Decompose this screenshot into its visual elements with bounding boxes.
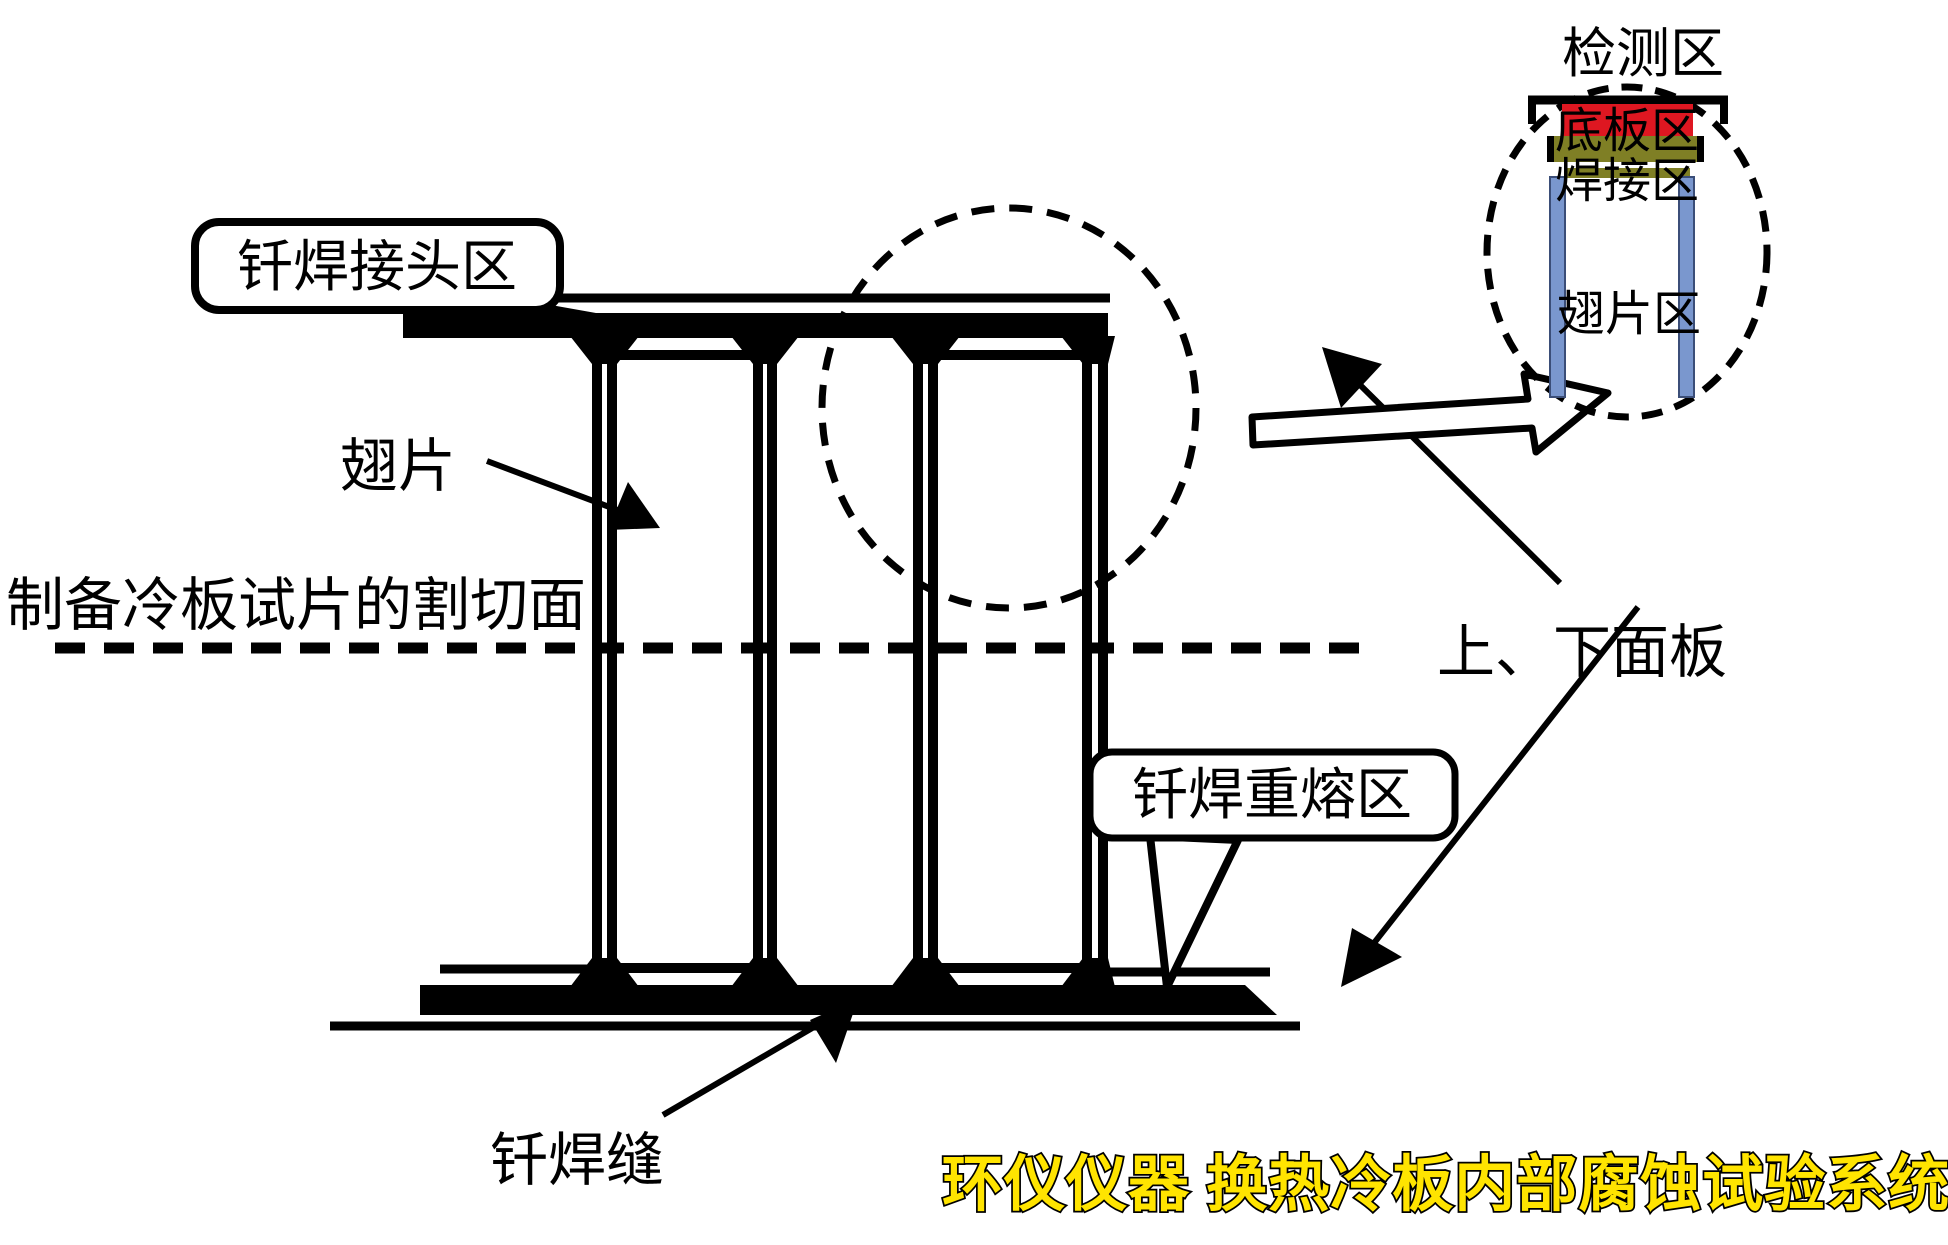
detail-view: 检测区 底板区 焊接区 翅片区 [1483,24,1771,421]
panels-arrow-top-head [1322,347,1382,408]
brazed-joint-callout-bubble [191,218,564,314]
detail-base-plate-zone [1562,104,1693,136]
braze-seam-arrowhead [810,999,858,1063]
detail-weld-zone-label: 焊接区 [1555,155,1699,208]
detail-dashed-circle [1483,83,1771,421]
bottom-braze-fillets [570,958,1115,987]
bottom-braze-bar [420,985,1277,1015]
braze-seam-label: 钎焊缝 [490,1128,664,1193]
remelt-callout-label: 钎焊重熔区 [1132,765,1412,827]
fin-label: 翅片 [340,434,456,499]
brazed-joint-callout: 钎焊接头区 [191,218,659,331]
braze-seam-label-group: 钎焊缝 [490,999,858,1193]
brazed-joint-callout-label: 钎焊接头区 [237,237,517,299]
detail-weld-zone [1554,136,1697,162]
panels-arrow-bottom-line [1353,605,1641,968]
inspection-area-dashed-circle [818,204,1200,612]
fin-a-inner-wall [607,350,763,973]
braze-seam-arrow-line [661,1010,840,1118]
detail-title: 检测区 [1562,24,1724,84]
panels-label-group: 上、下面板 [1322,347,1727,987]
top-braze-fillets [570,336,1115,364]
fin-label-group: 翅片 [340,434,660,530]
magnify-block-arrow [1248,370,1612,456]
detail-weld-zone-edge-left [1547,136,1554,162]
panels-arrow-bottom-head [1341,928,1402,987]
cut-plane-label: 制备冷板试片的割切面 [6,573,586,638]
watermark-text: 环仪仪器 换热冷板内部腐蚀试验系统 [942,1151,1948,1219]
top-braze-bar [403,313,1108,338]
detail-weld-zone-edge-right [1697,136,1704,162]
fin-arrowhead [608,482,660,530]
detail-fin-zone-label: 翅片区 [1557,288,1701,341]
detail-fin-bar-right [1678,176,1695,398]
detail-weld-zone-strip [1565,168,1690,178]
remelt-callout: 钎焊重熔区 [1086,748,1459,991]
plate-cross-section [330,293,1300,1031]
remelt-callout-bubble [1086,748,1459,842]
fin-arrow-line [485,458,638,520]
fin-b-inner-wall [928,350,1092,973]
detail-fin-bar-left [1549,176,1566,398]
remelt-callout-tail [1146,832,1242,991]
detail-base-plate-label: 底板区 [1555,105,1699,158]
